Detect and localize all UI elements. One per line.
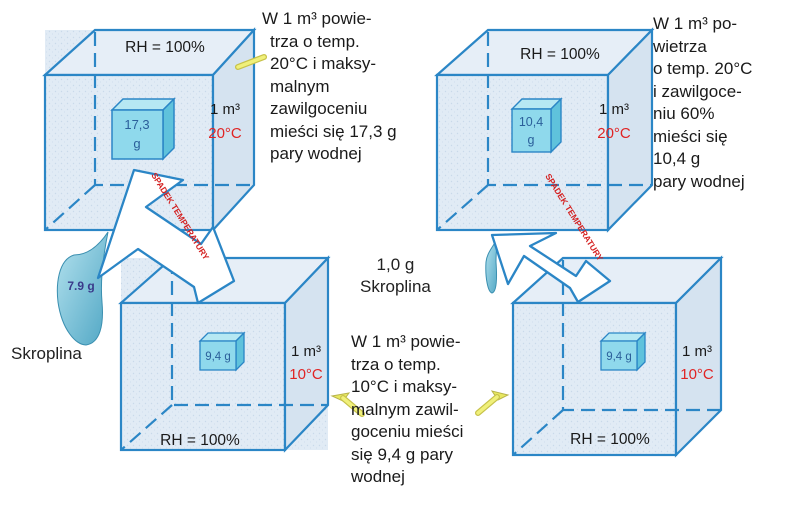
volume-label-bottom-right: 1 m³ (682, 343, 712, 360)
description-bottom-middle-line: 10°C i maksy- (351, 377, 457, 396)
description-top-right-line: pary wodnej (653, 171, 745, 191)
temperature-drop-arrow-left (96, 168, 236, 305)
description-bottom-middle-line: malnym zawil- (351, 399, 459, 419)
description-top-right-line: W 1 m³ po- (653, 14, 738, 33)
inner-cube-bottom-right (599, 331, 647, 372)
description-top-right: W 1 m³ po- wietrza o temp. 20°C i zawilg… (653, 13, 752, 193)
description-bottom-middle: W 1 m³ powie- trza o temp. 10°C i maksy-… (351, 331, 463, 489)
description-bottom-middle-line: trza o temp. (351, 354, 441, 374)
temp-label-top-right: 20°C (597, 125, 631, 142)
description-top-left-line: W 1 m³ powie- (262, 9, 372, 28)
cube-top-left (42, 27, 257, 233)
rh-label-top-right: RH = 100% (520, 46, 600, 63)
pointer-top-left (235, 54, 267, 70)
description-top-left-line: malnym (270, 76, 330, 96)
pointer-bottom-left (330, 392, 365, 417)
description-top-right-line: mieści się (653, 126, 728, 146)
volume-label-bottom-left: 1 m³ (291, 343, 321, 360)
temperature-drop-arrow-right (490, 231, 612, 304)
condensate-label-left: Skroplina (11, 344, 82, 363)
water-amount-bottom-right: 9,4 g (606, 351, 632, 363)
description-top-left-line: zawilgoceniu (270, 99, 368, 118)
description-top-right-line: wietrza (653, 36, 707, 56)
water-amount-top-right: 10,4 (519, 115, 543, 129)
water-amount-bottom-left: 9,4 g (205, 351, 231, 363)
condensate-amount: 1,0 g (376, 255, 415, 274)
description-bottom-middle-line: W 1 m³ powie- (351, 332, 461, 351)
volume-label-top-right: 1 m³ (599, 101, 629, 118)
description-top-left-line: 20°C i maksy- (270, 54, 376, 73)
droplet-right (485, 236, 499, 294)
droplet-amount-left: 7.9 g (67, 279, 94, 293)
description-top-left-line: pary wodnej (270, 144, 362, 163)
inner-cube-top-right (510, 97, 563, 154)
condensate-label-middle: 1,0 g Skroplina (360, 254, 431, 298)
temp-label-bottom-left: 10°C (289, 366, 323, 383)
inner-cube-top-left (110, 97, 176, 161)
pointer-bottom-right (475, 390, 510, 416)
description-bottom-middle-line: wodnej (351, 467, 405, 486)
description-bottom-middle-line: goceniu mieści (351, 422, 464, 441)
temp-label-top-left: 20°C (208, 125, 242, 142)
water-unit-top-right: g (528, 133, 535, 147)
description-top-right-line: i zawilgoce- (653, 81, 742, 101)
water-amount-top-left: 17,3 (124, 117, 149, 132)
temp-label-bottom-right: 10°C (680, 366, 714, 383)
description-top-right-line: niu 60% (653, 104, 715, 123)
rh-label-bottom-left: RH = 100% (160, 432, 240, 449)
description-top-right-line: o temp. 20°C (653, 59, 753, 78)
description-top-left-line: trza o temp. (270, 31, 360, 51)
cube-bottom-left (118, 255, 331, 453)
inner-cube-bottom-left (198, 331, 246, 372)
droplet-left (56, 231, 109, 346)
volume-label-top-left: 1 m³ (210, 101, 240, 118)
water-unit-top-left: g (133, 136, 140, 151)
rh-label-bottom-right: RH = 100% (570, 431, 650, 448)
rh-label-top-left: RH = 100% (125, 39, 205, 56)
description-top-left: W 1 m³ powie- trza o temp. 20°C i maksy-… (262, 8, 397, 166)
description-top-left-line: mieści się 17,3 g (270, 121, 397, 141)
description-top-right-line: 10,4 g (653, 149, 701, 168)
condensate-word: Skroplina (360, 277, 431, 296)
cube-top-right (434, 27, 655, 233)
description-bottom-middle-line: się 9,4 g pary (351, 444, 454, 464)
cube-bottom-right (510, 255, 724, 458)
